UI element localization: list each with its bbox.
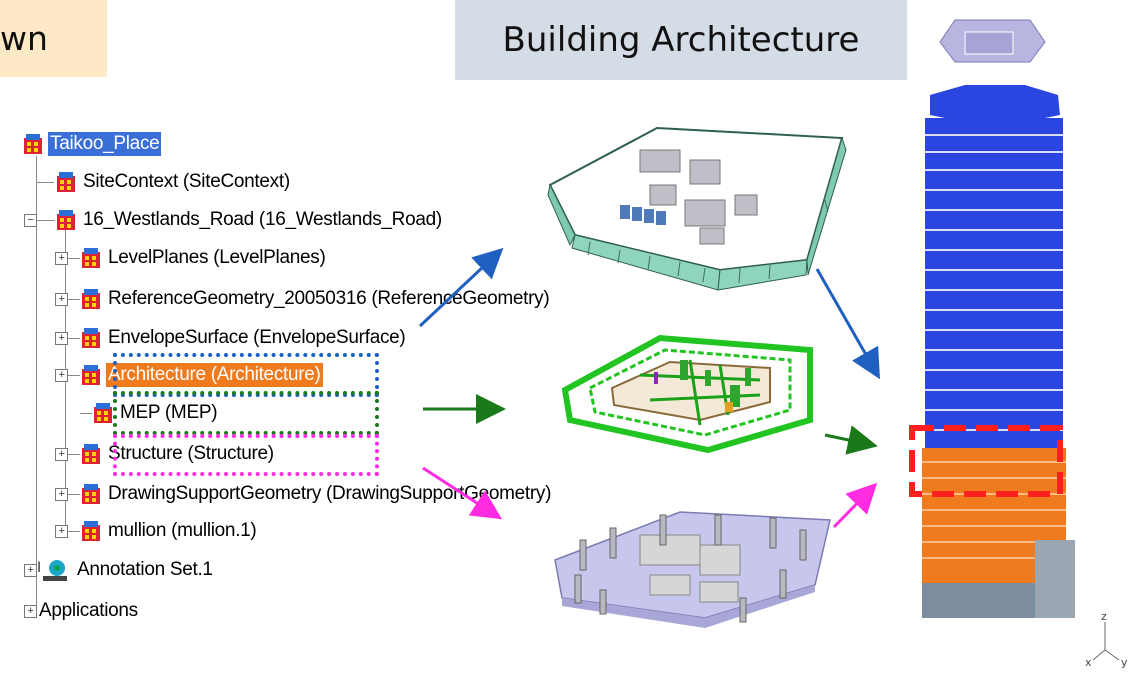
tree-line	[36, 156, 37, 608]
collapse-icon[interactable]: −	[24, 213, 37, 227]
axis-label-z: z	[1101, 610, 1107, 623]
axis-label-y: y	[1121, 656, 1128, 669]
section-title-building-architecture: Building Architecture	[455, 0, 907, 80]
annotation-set-icon: I	[37, 558, 71, 582]
arrow-structure-to-tower	[832, 482, 878, 529]
building-icon	[80, 326, 102, 350]
tree-item-label: Applications	[39, 600, 138, 621]
arrow-mep-to-tower	[824, 425, 878, 455]
tree-item-label: LevelPlanes (LevelPlanes)	[108, 247, 326, 268]
tower-model	[922, 19, 1075, 618]
building-icon	[80, 482, 102, 506]
tree-item-structure[interactable]: + Structure (Structure)	[55, 440, 276, 468]
axis-triad	[1092, 622, 1120, 661]
tower-floor-lines	[925, 134, 1063, 431]
tree-item-annotation-set[interactable]: + I Annotation Set.1	[24, 556, 215, 584]
structure-outline	[113, 434, 379, 476]
building-icon	[80, 519, 102, 543]
mep-outline	[113, 391, 379, 435]
architecture-outline	[113, 353, 379, 397]
tree-item-site-context[interactable]: SiteContext (SiteContext)	[55, 168, 292, 196]
tree-line	[68, 257, 80, 259]
building-icon	[80, 246, 102, 270]
section-title-right-text: Building Architecture	[502, 20, 860, 60]
section-title-left-text: wn	[0, 19, 48, 58]
tree-line	[37, 219, 55, 221]
tree-line	[68, 337, 80, 339]
architecture-model	[547, 126, 847, 291]
building-icon	[80, 287, 102, 311]
tree-item-label: 16_Westlands_Road (16_Westlands_Road)	[83, 209, 442, 230]
expand-icon[interactable]: +	[55, 331, 68, 345]
tree-item-applications[interactable]: + Applications	[24, 597, 140, 625]
tree-line	[68, 453, 80, 455]
tree-item-taikoo-place[interactable]: Taikoo_Place	[22, 130, 162, 158]
arrow-architecture	[418, 247, 504, 328]
tree-line	[68, 530, 80, 532]
tree-item-reference-geometry[interactable]: + ReferenceGeometry_20050316 (ReferenceG…	[55, 285, 551, 313]
expand-icon[interactable]: +	[24, 563, 37, 577]
building-icon	[55, 208, 77, 232]
tree-line	[36, 182, 54, 183]
building-icon	[80, 442, 102, 466]
expand-icon[interactable]: +	[24, 604, 37, 618]
expand-icon[interactable]: +	[55, 251, 68, 265]
tree-item-16-westlands-road[interactable]: − 16_Westlands_Road (16_Westlands_Road)	[24, 206, 444, 234]
tree-item-level-planes[interactable]: + LevelPlanes (LevelPlanes)	[55, 244, 327, 272]
tree-item-drawing-support-geometry[interactable]: + DrawingSupportGeometry (DrawingSupport…	[55, 480, 553, 508]
tree-item-mep[interactable]: MEP (MEP)	[80, 399, 219, 427]
tree-item-label: MEP (MEP)	[120, 402, 218, 423]
svg-text:I: I	[37, 560, 41, 576]
tree-item-label: Structure (Structure)	[108, 443, 274, 464]
expand-icon[interactable]: +	[55, 487, 68, 501]
building-icon	[80, 363, 102, 387]
tree-line	[68, 298, 80, 300]
building-icon	[22, 132, 44, 156]
tree-line	[80, 412, 92, 414]
section-title-left: wn	[0, 0, 107, 77]
tree-item-label: ReferenceGeometry_20050316 (ReferenceGeo…	[108, 288, 550, 309]
tree-line	[68, 493, 80, 495]
arrow-structure	[422, 466, 503, 520]
arrow-architecture-to-tower	[815, 268, 880, 380]
tree-item-label: Annotation Set.1	[77, 559, 213, 580]
tree-item-label: EnvelopeSurface (EnvelopeSurface)	[108, 327, 406, 348]
expand-icon[interactable]: +	[55, 447, 68, 461]
focus-region-box	[909, 425, 1063, 497]
axis-label-x: x	[1085, 656, 1092, 669]
expand-icon[interactable]: +	[55, 524, 68, 538]
expand-icon[interactable]: +	[55, 368, 68, 382]
tree-item-mullion[interactable]: + mullion (mullion.1)	[55, 517, 258, 545]
tree-item-label: DrawingSupportGeometry (DrawingSupportGe…	[108, 483, 552, 504]
tree-item-label: Taikoo_Place	[48, 132, 162, 156]
tree-item-architecture[interactable]: + Architecture (Architecture)	[55, 361, 323, 389]
tree-line	[68, 374, 80, 376]
structure-model	[554, 511, 831, 628]
mep-model	[561, 334, 813, 454]
tree-item-label: SiteContext (SiteContext)	[83, 171, 290, 192]
expand-icon[interactable]: +	[55, 292, 68, 306]
building-icon	[55, 170, 77, 194]
tree-item-envelope-surface[interactable]: + EnvelopeSurface (EnvelopeSurface)	[55, 324, 407, 352]
building-icon	[92, 401, 114, 425]
tree-item-label: Architecture (Architecture)	[106, 363, 323, 387]
tree-item-label: mullion (mullion.1)	[108, 520, 257, 541]
